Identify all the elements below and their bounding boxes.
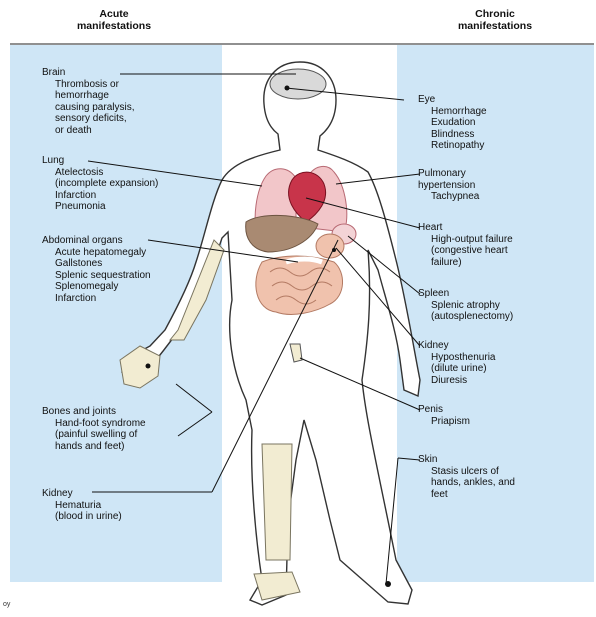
chronic-eye: Eye Hemorrhage Exudation Blindness Retin…: [418, 94, 487, 152]
chronic-kidney-title: Kidney: [418, 340, 495, 352]
chronic-eye-item: Hemorrhage: [418, 106, 487, 118]
chronic-eye-item: Exudation: [418, 117, 487, 129]
acute-abdominal: Abdominal organs Acute hepatomegaly Gall…: [42, 235, 151, 304]
acute-lung-item: Infarction: [42, 190, 158, 202]
acute-brain-title: Brain: [42, 67, 134, 79]
dot-hand: [146, 364, 151, 369]
dot-kidney: [332, 248, 336, 252]
acute-lung: Lung Atelectosis (incomplete expansion) …: [42, 155, 158, 213]
chronic-kidney: Kidney Hyposthenuria (dilute urine) Diur…: [418, 340, 495, 386]
dot-eye: [285, 86, 290, 91]
foot-bones: [254, 572, 300, 600]
dot-skin: [385, 581, 391, 587]
leader-bones-a: [176, 384, 212, 412]
chronic-eye-item: Retinopathy: [418, 140, 487, 152]
acute-lung-item: Pneumonia: [42, 201, 158, 213]
acute-kidney-item: Hematuria: [42, 500, 122, 512]
chronic-spleen-item: (autosplenectomy): [418, 311, 513, 323]
chronic-kidney-item: (dilute urine): [418, 363, 495, 375]
leader-bones-b: [178, 412, 212, 436]
acute-brain-item: or death: [42, 125, 134, 137]
acute-kidney: Kidney Hematuria (blood in urine): [42, 488, 122, 523]
credit-text: oy: [3, 601, 10, 608]
chronic-skin-title: Skin: [418, 454, 515, 466]
chronic-pulmonary-item: Tachypnea: [418, 191, 479, 203]
acute-bones-item: (painful swelling of: [42, 429, 146, 441]
acute-brain: Brain Thrombosis or hemorrhage causing p…: [42, 67, 134, 136]
chronic-skin-item: Stasis ulcers of: [418, 466, 515, 478]
chronic-kidney-item: Hyposthenuria: [418, 352, 495, 364]
acute-lung-title: Lung: [42, 155, 158, 167]
chronic-kidney-item: Diuresis: [418, 375, 495, 387]
acute-abdominal-item: Acute hepatomegaly: [42, 247, 151, 259]
chronic-eye-title: Eye: [418, 94, 487, 106]
chronic-heart-item: failure): [418, 257, 513, 269]
chronic-eye-item: Blindness: [418, 129, 487, 141]
chronic-spleen-title: Spleen: [418, 288, 513, 300]
chronic-heart-item: (congestive heart: [418, 245, 513, 257]
leader-skin-a: [398, 458, 420, 460]
acute-kidney-title: Kidney: [42, 488, 122, 500]
acute-brain-item: causing paralysis,: [42, 102, 134, 114]
acute-brain-item: sensory deficits,: [42, 113, 134, 125]
chronic-pulmonary: Pulmonary hypertension Tachypnea: [418, 168, 479, 203]
chronic-skin-item: feet: [418, 489, 515, 501]
acute-bones-item: Hand-foot syndrome: [42, 418, 146, 430]
acute-lung-item: (incomplete expansion): [42, 178, 158, 190]
chronic-heart-item: High-output failure: [418, 234, 513, 246]
leg-bones: [262, 444, 292, 560]
acute-lung-item: Atelectosis: [42, 167, 158, 179]
chronic-penis-item: Priapism: [418, 416, 470, 428]
chronic-heart-title: Heart: [418, 222, 513, 234]
acute-brain-item: Thrombosis or: [42, 79, 134, 91]
acute-bones-item: hands and feet): [42, 441, 146, 453]
acute-abdominal-item: Gallstones: [42, 258, 151, 270]
chronic-pulmonary-item: hypertension: [418, 180, 479, 192]
acute-abdominal-title: Abdominal organs: [42, 235, 151, 247]
chronic-penis: Penis Priapism: [418, 404, 470, 427]
acute-brain-item: hemorrhage: [42, 90, 134, 102]
acute-abdominal-item: Splenic sequestration: [42, 270, 151, 282]
acute-abdominal-item: Splenomegaly: [42, 281, 151, 293]
acute-bones-title: Bones and joints: [42, 406, 146, 418]
chronic-spleen-item: Splenic atrophy: [418, 300, 513, 312]
chronic-skin: Skin Stasis ulcers of hands, ankles, and…: [418, 454, 515, 500]
chronic-penis-title: Penis: [418, 404, 470, 416]
stomach-shape: [316, 234, 344, 258]
acute-abdominal-item: Infarction: [42, 293, 151, 305]
chronic-pulmonary-title: Pulmonary: [418, 168, 479, 180]
acute-bones: Bones and joints Hand-foot syndrome (pai…: [42, 406, 146, 452]
chronic-heart: Heart High-output failure (congestive he…: [418, 222, 513, 268]
chronic-skin-item: hands, ankles, and: [418, 477, 515, 489]
chronic-spleen: Spleen Splenic atrophy (autosplenectomy): [418, 288, 513, 323]
acute-kidney-item: (blood in urine): [42, 511, 122, 523]
